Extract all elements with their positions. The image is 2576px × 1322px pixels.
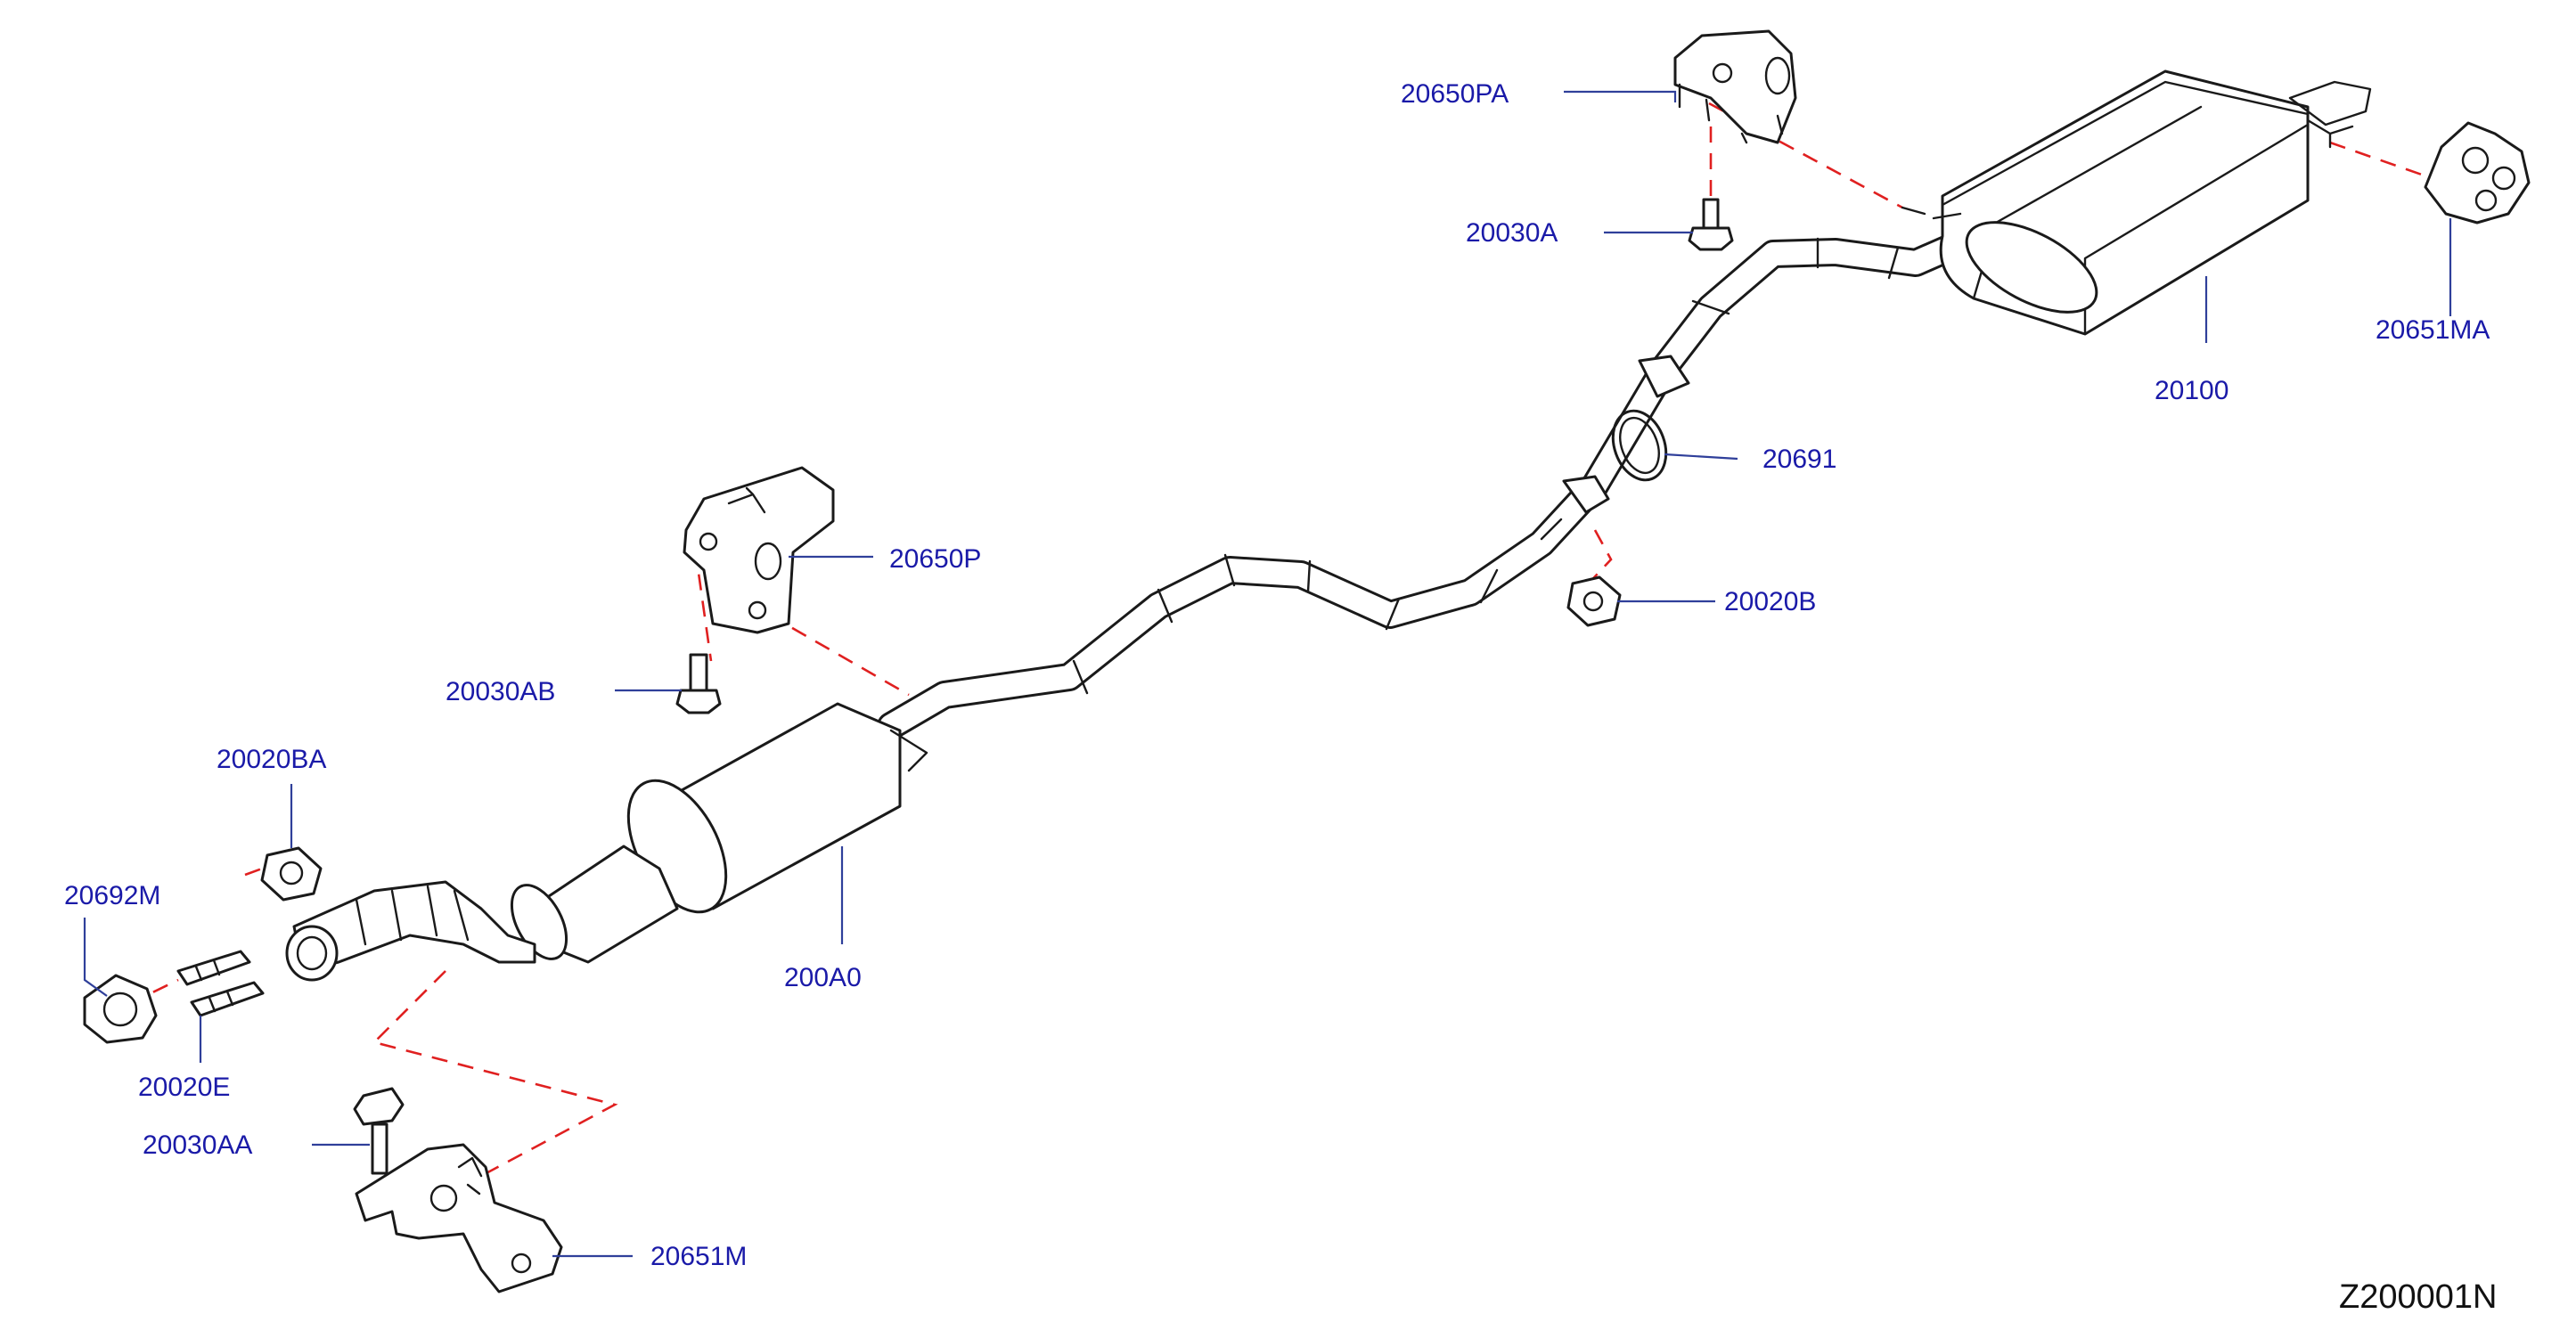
hanger-bracket-20650p: [683, 466, 835, 634]
center-muffler-200a0: [285, 702, 928, 982]
label-20020ba: 20020BA: [217, 745, 326, 774]
nut-20020b: [1566, 575, 1622, 627]
label-200a0: 200A0: [784, 963, 862, 992]
main-muffler: [1901, 69, 2372, 336]
label-20651m: 20651M: [650, 1242, 747, 1271]
label-20020e: 20020E: [138, 1073, 230, 1102]
label-20651ma: 20651MA: [2376, 315, 2490, 345]
part-labels: 20650PA 20030A 20651MA 20100 20691 20650…: [64, 79, 2497, 1316]
hanger-bracket-20650pa: [1673, 29, 1797, 144]
label-20100: 20100: [2155, 376, 2228, 405]
label-20650p: 20650P: [889, 544, 981, 574]
bolt-20030a: [1688, 198, 1734, 251]
bolt-20030aa: [353, 1087, 405, 1175]
pipe-flange: [1562, 355, 1690, 514]
diagram-code: Z200001N: [2339, 1278, 2497, 1316]
label-20020b: 20020B: [1724, 587, 1816, 616]
nut-20020ba: [260, 846, 323, 902]
label-20691: 20691: [1762, 445, 1836, 474]
gasket-20692m: [83, 974, 158, 1044]
label-20030aa: 20030AA: [143, 1130, 252, 1160]
bolt-20030ab: [675, 653, 722, 714]
label-20650pa: 20650PA: [1401, 79, 1509, 109]
seal-ring-20691: [1611, 409, 1668, 482]
label-20030a: 20030A: [1466, 218, 1558, 248]
hanger-bracket-20651m: [355, 1143, 563, 1293]
leader-lines: [83, 90, 2452, 1258]
label-20692m: 20692M: [64, 881, 160, 910]
label-20030ab: 20030AB: [446, 677, 555, 706]
studs-20020e: [176, 950, 265, 1017]
rubber-mount-20651ma: [2424, 121, 2531, 224]
exhaust-pipe: [877, 217, 2001, 740]
